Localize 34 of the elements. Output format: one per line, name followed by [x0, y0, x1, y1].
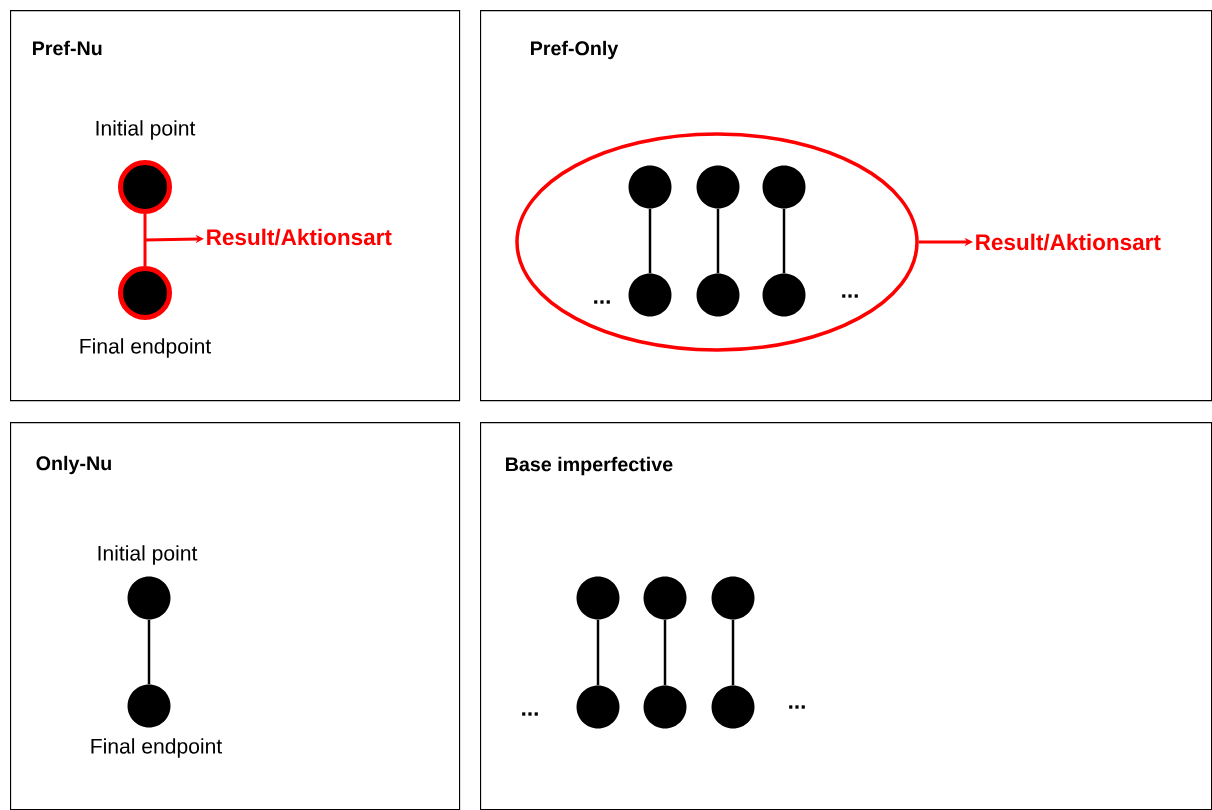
point-label: Initial point	[98, 545, 198, 565]
ellipsis: ...	[842, 294, 858, 298]
connector-line	[663, 619, 667, 686]
point-dot	[118, 160, 172, 214]
point-dot	[628, 273, 672, 317]
point-label: Final endpoint	[80, 338, 212, 358]
point-dot	[711, 576, 755, 620]
connector-line	[716, 208, 720, 274]
point-dot	[127, 576, 171, 620]
connector-line	[147, 619, 151, 685]
point-dot	[576, 685, 620, 729]
point-dot	[762, 165, 806, 209]
ellipsis: ...	[789, 705, 805, 709]
connector-line	[648, 208, 652, 274]
ellipsis: ...	[522, 712, 538, 716]
oval	[515, 132, 919, 352]
point-dot	[628, 165, 672, 209]
point-dot	[118, 266, 172, 320]
point-dot	[643, 576, 687, 620]
result-label: Result/Aktionsart	[976, 233, 1161, 251]
point-dot	[762, 273, 806, 317]
connector-line	[782, 208, 786, 274]
point-dot	[576, 576, 620, 620]
point-label: Final endpoint	[91, 738, 223, 758]
point-dot	[696, 273, 740, 317]
point-dot	[643, 685, 687, 729]
result-label: Result/Aktionsart	[207, 228, 392, 246]
point-dot	[696, 165, 740, 209]
connector-line	[143, 214, 147, 266]
point-dot	[711, 685, 755, 729]
connector-line	[731, 619, 735, 686]
point-label: Initial point	[96, 120, 196, 140]
connector-line	[596, 619, 600, 686]
point-dot	[127, 684, 171, 728]
